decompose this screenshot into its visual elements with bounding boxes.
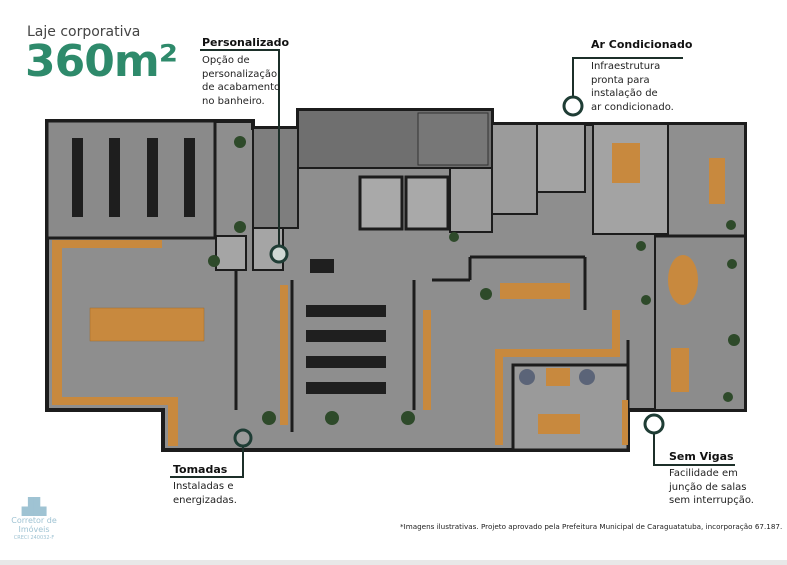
round-table: [668, 255, 698, 305]
desk-column-left: [280, 285, 288, 425]
footer-bar: [0, 560, 787, 565]
plants: [208, 136, 740, 425]
reception-desk: [538, 414, 580, 434]
desk-right-column: [622, 400, 628, 445]
desk-column-right: [423, 310, 431, 410]
meeting-desk-1: [612, 143, 640, 183]
callout-description: Instaladas e energizadas.: [173, 480, 237, 507]
office-room: [667, 123, 746, 237]
area-value: 360m²: [25, 36, 178, 87]
desk-l-left: [52, 240, 178, 446]
marker-sem-vigas: [643, 413, 665, 435]
plan-subtitle: Laje corporativa: [27, 24, 141, 40]
bathroom-left: [215, 235, 247, 271]
desk-top-right: [500, 283, 570, 299]
wc-right: [536, 123, 586, 193]
service-room: [252, 127, 299, 229]
armchair: [579, 369, 595, 385]
building-icon: ▟▙: [21, 497, 47, 516]
desc-line: de acabamento: [202, 82, 281, 93]
callout-title: Personalizado: [202, 36, 290, 49]
callout-sem-vigas: Sem Vigas Facilidade em junção de salas …: [669, 450, 754, 508]
desc-line: energizadas.: [173, 494, 237, 506]
marker-tomadas: [233, 428, 253, 448]
watermark-logo: ▟▙ Corretor de Imóveis CRECI 240032-F: [8, 498, 60, 543]
desk-cluster: [89, 307, 205, 342]
callout-ar-condicionado: Ar Condicionado Infraestrutura pronta pa…: [591, 38, 692, 114]
stair: [417, 112, 489, 166]
elevator-1: [358, 175, 404, 231]
desc-line: Facilidade em: [669, 468, 738, 479]
watermark-text: CRECI 240032-F: [13, 535, 55, 541]
callout-lines: [170, 49, 735, 478]
desc-line: ar condicionado.: [591, 101, 674, 113]
callout-description: Infraestrutura pronta para instalação de…: [591, 60, 692, 114]
interior-walls: [47, 234, 745, 432]
footnote: *Imagens ilustrativas. Projeto aprovado …: [400, 522, 783, 531]
elevator-2: [404, 175, 450, 231]
coffee-table: [546, 368, 570, 386]
callout-personalizado: Personalizado Opção de personalização de…: [202, 36, 289, 108]
watermark-text: Corretor de: [11, 516, 57, 525]
armchair: [519, 369, 535, 385]
meeting-room-1: [592, 123, 669, 235]
desc-line: no banheiro.: [202, 95, 265, 107]
callout-description: Facilidade em junção de salas sem interr…: [669, 467, 754, 508]
shaft: [491, 123, 538, 215]
side-desk: [671, 348, 689, 392]
desc-line: junção de salas: [669, 481, 747, 493]
desc-line: personalização: [202, 68, 278, 80]
desc-line: Infraestrutura: [591, 61, 661, 72]
callout-title: Tomadas: [173, 463, 228, 476]
desc-line: instalação de: [591, 88, 658, 99]
callout-title: Ar Condicionado: [591, 38, 693, 51]
desc-line: Opção de: [202, 55, 250, 66]
desc-line: sem interrupção.: [669, 495, 754, 506]
auditorium-chairs: [306, 259, 386, 394]
desc-line: pronta para: [591, 74, 650, 86]
shelves: [72, 138, 195, 217]
callout-title: Sem Vigas: [669, 450, 734, 463]
markers: [233, 95, 665, 448]
marker-ar-condicionado: [562, 95, 584, 117]
desc-line: Instaladas e: [173, 481, 234, 492]
callout-tomadas: Tomadas Instaladas e energizadas.: [173, 463, 237, 507]
watermark-text: Imóveis: [18, 525, 50, 534]
marker-personalizado: [269, 244, 289, 264]
office-desk: [709, 158, 725, 204]
callout-description: Opção de personalização de acabamento no…: [202, 54, 289, 108]
wc-core: [449, 167, 493, 233]
